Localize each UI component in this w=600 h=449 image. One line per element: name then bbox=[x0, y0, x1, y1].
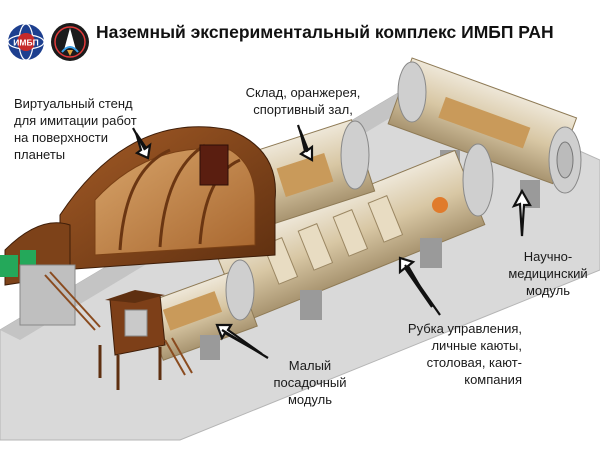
airlock-hut bbox=[98, 290, 193, 390]
arrow-medical bbox=[511, 188, 532, 237]
svg-text:ИМБП: ИМБП bbox=[13, 38, 38, 48]
rocket-emblem-logo bbox=[50, 22, 90, 62]
callout-virtual-stand: Виртуальный стенд для имитации работ на … bbox=[14, 96, 137, 162]
callout-landing-module: Малый посадочный модуль bbox=[273, 358, 347, 407]
landing-module bbox=[142, 259, 258, 361]
page-title: Наземный экспериментальный комплекс ИМБП… bbox=[96, 22, 554, 42]
callout-arrows bbox=[132, 124, 532, 359]
callout-warehouse: Склад, оранжерея, спортивный зал, bbox=[245, 85, 361, 117]
virtual-stand-dome bbox=[0, 126, 276, 331]
imbp-logo: ИМБП bbox=[6, 22, 46, 62]
warehouse-module bbox=[246, 119, 376, 226]
callout-control-room: Рубка управления, личные каюты, столовая… bbox=[407, 321, 522, 387]
callout-medical-module: Научно- медицинский модуль bbox=[508, 249, 588, 298]
